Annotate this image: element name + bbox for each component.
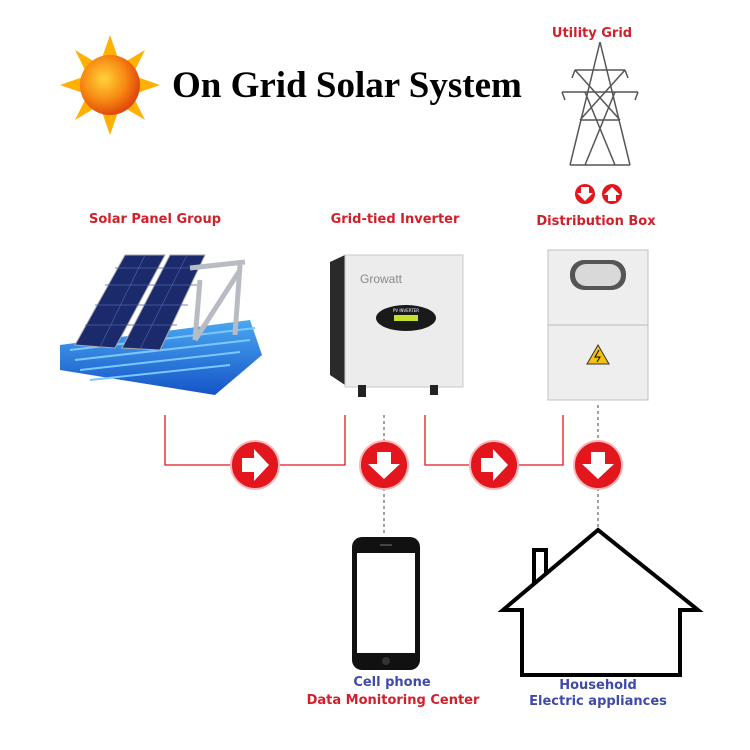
- inverter-label: Grid-tied Inverter: [330, 212, 460, 227]
- distribution-box-image: [547, 249, 649, 401]
- household-label: Household: [559, 678, 637, 693]
- arrow-right-icon: [469, 440, 519, 490]
- arrow-down-icon: [359, 440, 409, 490]
- utility-grid-label: Utility Grid: [551, 26, 633, 41]
- grid-up-arrow-icon: [602, 184, 622, 204]
- sun-icon: [60, 35, 160, 135]
- monitoring-label: Data Monitoring Center: [306, 693, 480, 708]
- solar-panel-label: Solar Panel Group: [88, 212, 222, 227]
- dashed-lines: [383, 405, 599, 535]
- solar-panel-image: [60, 254, 262, 395]
- page-title: On Grid Solar System: [172, 65, 522, 106]
- house-icon: [497, 527, 704, 677]
- arrow-right-icon: [230, 440, 280, 490]
- inverter-display-label: PV INVERTER: [393, 308, 419, 313]
- cell-phone-label: Cell phone: [353, 675, 431, 690]
- distribution-box-label: Distribution Box: [536, 214, 656, 229]
- inverter-brand: Growatt: [360, 272, 403, 286]
- appliances-label: Electric appliances: [529, 694, 667, 709]
- cell-phone-icon: [352, 537, 420, 670]
- utility-tower-icon: [561, 41, 639, 166]
- inverter-image: [330, 254, 464, 397]
- arrow-down-icon: [573, 440, 623, 490]
- grid-down-arrow-icon: [575, 184, 595, 204]
- connector-lines: [164, 415, 564, 466]
